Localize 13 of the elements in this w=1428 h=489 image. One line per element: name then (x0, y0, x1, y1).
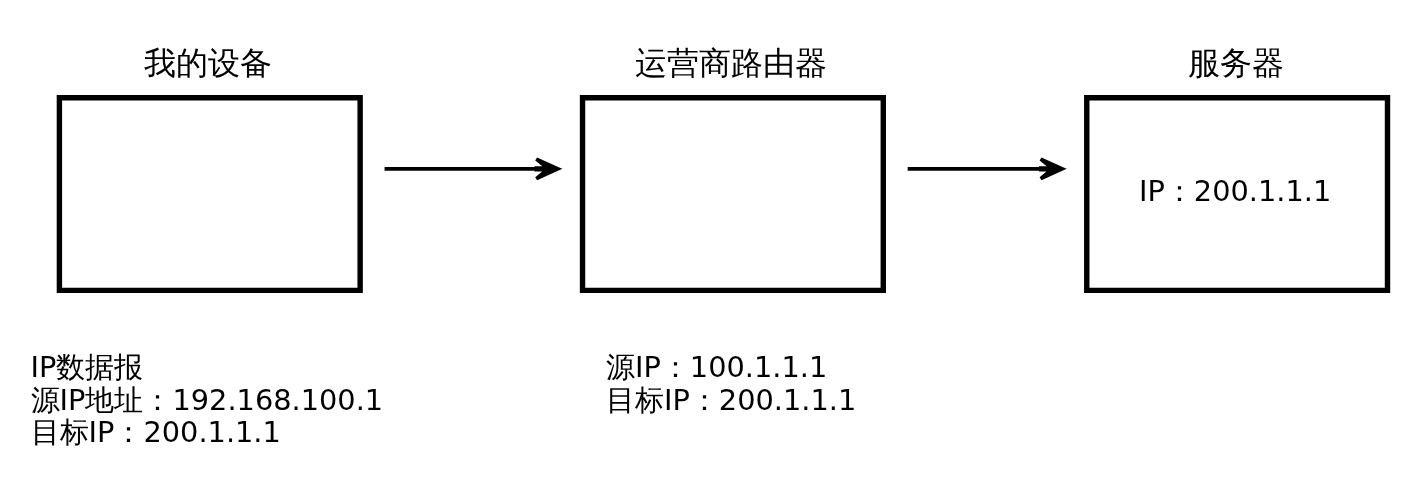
node-box (579, 95, 886, 294)
node-label: 源IP：100.1.1.1 (605, 350, 828, 385)
arrow (384, 157, 560, 181)
node-box (56, 95, 363, 294)
node-box: IP：200.1.1.1 (1084, 95, 1391, 294)
node-label: IP数据报 (30, 350, 144, 385)
node-label: 目标IP：200.1.1.1 (605, 382, 857, 417)
node-label: 服务器 (1187, 44, 1284, 83)
node-label: 目标IP：200.1.1.1 (30, 415, 281, 450)
node-label: 运营商路由器 (634, 44, 827, 83)
arrow (907, 157, 1065, 181)
node-label: 我的设备 (144, 44, 273, 83)
node-label: 源IP地址：192.168.100.1 (30, 382, 384, 417)
